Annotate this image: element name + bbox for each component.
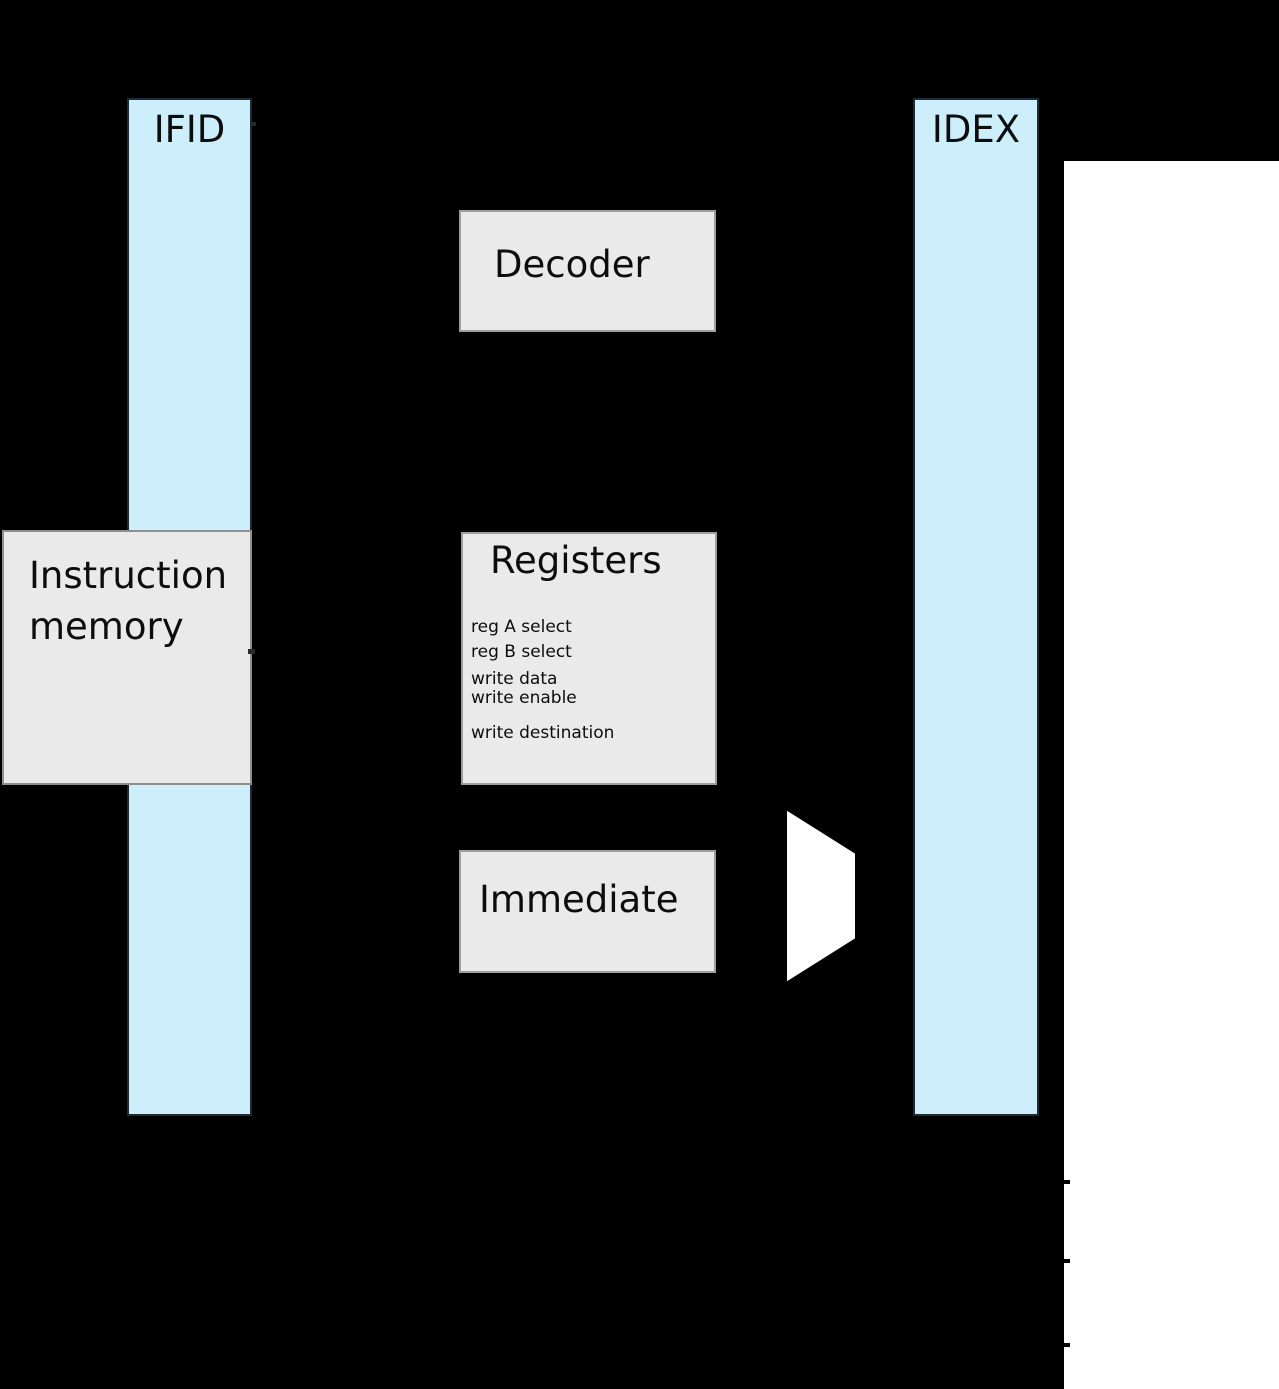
wire-stub	[248, 649, 255, 654]
instruction-memory-block: Instruction memory	[2, 530, 252, 785]
registers-block: Registers reg A select reg B select writ…	[461, 532, 717, 785]
idex-label: IDEX	[931, 108, 1021, 151]
instruction-memory-label-line1: Instruction	[29, 554, 228, 597]
mux-shape	[786, 809, 856, 983]
immediate-block: Immediate	[459, 850, 716, 973]
instruction-memory-label-line2: memory	[29, 605, 184, 648]
next-stage-canvas	[1064, 161, 1279, 1389]
port-write-enable: write enable	[471, 688, 577, 708]
wire-stub	[252, 122, 256, 126]
idex-pipeline-register: IDEX	[913, 98, 1039, 1116]
decoder-label: Decoder	[494, 243, 650, 286]
port-write-destination: write destination	[471, 723, 615, 743]
port-reg-a-select: reg A select	[471, 617, 572, 637]
instruction-memory-label: Instruction memory	[29, 550, 227, 652]
port-reg-b-select: reg B select	[471, 642, 572, 662]
ifid-label: IFID	[153, 108, 226, 151]
wire-stub	[1064, 1180, 1070, 1184]
wire-stub	[1064, 1343, 1070, 1347]
registers-label: Registers	[490, 539, 662, 582]
port-write-data: write data	[471, 669, 558, 689]
wire-stub	[1064, 1259, 1070, 1263]
mux-polygon	[786, 809, 856, 983]
immediate-label: Immediate	[479, 878, 679, 921]
decoder-block: Decoder	[459, 210, 716, 332]
